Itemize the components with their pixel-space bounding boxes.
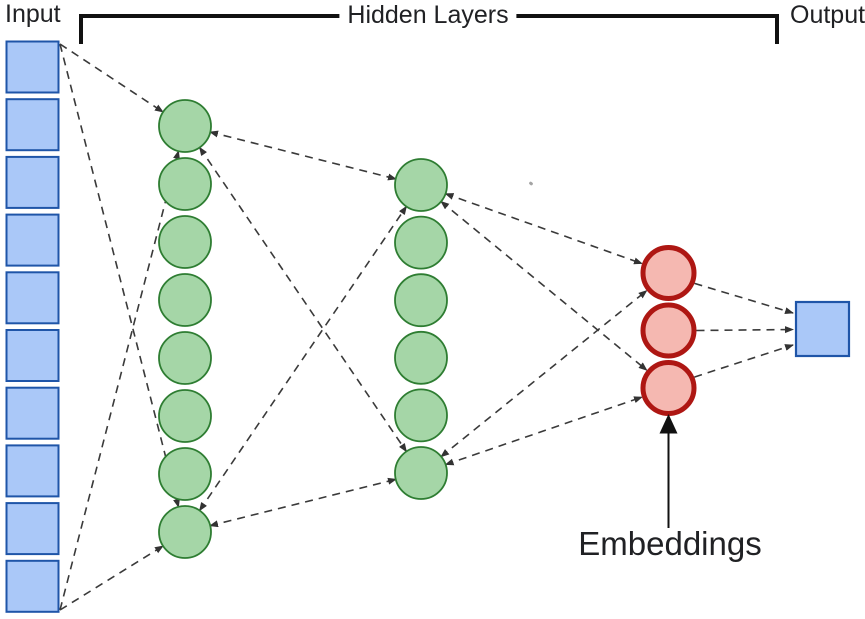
input-node: [5, 444, 60, 498]
hidden-1-node: [158, 389, 212, 443]
input-node: [5, 559, 60, 613]
connection-line: [444, 396, 643, 466]
input-node: [5, 98, 60, 152]
hidden-2-node: [394, 330, 448, 385]
hidden-layers-label: Hidden Layers: [339, 1, 517, 30]
connection-line: [59, 545, 164, 611]
input-node: [5, 271, 60, 325]
connection-line: [209, 477, 397, 528]
input-node: [5, 502, 60, 556]
embeddings-layer-nodes: [640, 245, 697, 416]
hidden-2-node: [394, 388, 448, 443]
hidden-2-node: [394, 158, 448, 212]
connections: [59, 43, 794, 611]
hidden-1-node: [158, 215, 212, 269]
connection-line: [440, 200, 648, 371]
hidden-2-node: [394, 446, 448, 500]
embeddings-node: [640, 360, 697, 416]
input-layer-nodes: [5, 40, 60, 613]
hidden-2-node: [394, 215, 448, 270]
connection-line: [694, 344, 794, 378]
hidden-1-node: [158, 99, 212, 153]
output-layer-nodes: [794, 300, 851, 358]
hidden-1-node: [158, 273, 212, 327]
input-node: [5, 329, 60, 382]
connection-line: [209, 130, 397, 181]
connection-line: [440, 289, 648, 458]
connection-line: [198, 205, 408, 512]
hidden-layer-1-nodes: [158, 99, 212, 559]
hidden-1-node: [158, 505, 212, 559]
embeddings-node: [640, 302, 697, 359]
input-label: Input: [5, 0, 61, 28]
hidden-layer-2-nodes: [394, 158, 448, 500]
connection-line: [694, 282, 794, 315]
input-node: [5, 213, 60, 267]
output-node: [794, 300, 851, 358]
hidden-1-node: [158, 331, 212, 385]
connection-line: [59, 43, 180, 508]
input-node: [5, 40, 60, 94]
embeddings-arrow: [659, 414, 678, 528]
hidden-2-node: [394, 273, 448, 328]
input-node: [5, 386, 60, 440]
output-label: Output: [790, 1, 865, 29]
embeddings-node: [640, 245, 697, 301]
embeddings-label: Embeddings: [578, 525, 762, 562]
hidden-1-node: [158, 447, 212, 501]
input-node: [5, 155, 60, 209]
connection-line: [696, 326, 794, 334]
connection-line: [59, 150, 180, 611]
hidden-1-node: [158, 157, 212, 211]
connection-line: [59, 43, 164, 113]
connection-line: [198, 146, 408, 453]
